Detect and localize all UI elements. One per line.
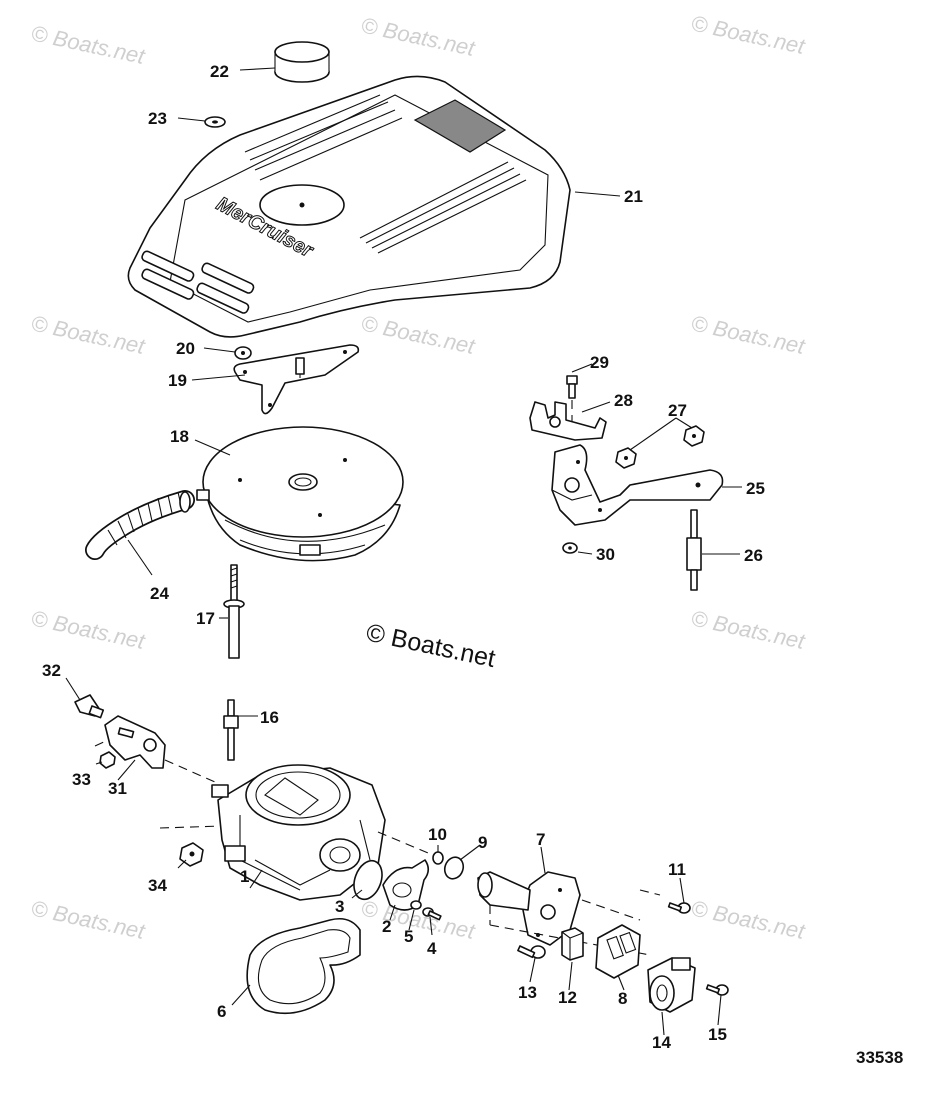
part-17-stud xyxy=(223,564,245,659)
callout-2: 2 xyxy=(382,917,391,936)
part-18-flame-arrestor xyxy=(196,426,404,562)
callout-34: 34 xyxy=(148,876,167,895)
watermark: © Boats.net xyxy=(29,20,148,69)
watermark: © Boats.net xyxy=(689,895,808,944)
callout-8: 8 xyxy=(618,989,627,1008)
cover-ribs-lower xyxy=(359,161,527,254)
part-11-screw xyxy=(667,902,691,914)
part-27-nuts xyxy=(615,425,705,469)
part-7-iac-housing xyxy=(477,871,581,946)
callout-4: 4 xyxy=(427,939,437,958)
diagram-number: 33538 xyxy=(856,1048,903,1067)
cover-vent-slots xyxy=(141,250,255,314)
center-watermark: © Boats.net xyxy=(364,618,498,673)
callout-1: 1 xyxy=(240,867,249,886)
callout-9: 9 xyxy=(478,833,487,852)
part-1-throttle-body xyxy=(211,764,386,901)
callout-numbers: 1 2 3 4 5 6 7 8 9 10 11 12 13 14 15 16 1… xyxy=(42,62,765,1052)
assembly-line xyxy=(639,889,661,896)
callout-13: 13 xyxy=(518,983,537,1002)
part-5-washer xyxy=(410,900,422,910)
callout-21: 21 xyxy=(624,187,643,206)
part-24-hose xyxy=(85,490,195,560)
callout-24: 24 xyxy=(150,584,169,603)
callout-18: 18 xyxy=(170,427,189,446)
callout-16: 16 xyxy=(260,708,279,727)
part-21-engine-cover: MerCruiser xyxy=(127,75,571,338)
part-2-sensor xyxy=(382,859,430,911)
part-3-oring xyxy=(353,859,383,901)
watermark: © Boats.net xyxy=(29,605,148,654)
watermark: © Boats.net xyxy=(359,12,478,61)
watermark: © Boats.net xyxy=(689,10,808,59)
part-9-oring xyxy=(443,856,465,880)
part-23-washer xyxy=(204,116,226,128)
callout-33: 33 xyxy=(72,770,91,789)
part-20-nut xyxy=(234,346,252,360)
callout-17: 17 xyxy=(196,609,215,628)
part-26-standoff xyxy=(686,509,702,591)
callout-19: 19 xyxy=(168,371,187,390)
part-25-bracket xyxy=(551,444,724,526)
callout-31: 31 xyxy=(108,779,127,798)
callout-22: 22 xyxy=(210,62,229,81)
part-29-screw xyxy=(566,375,578,399)
watermark: © Boats.net xyxy=(689,605,808,654)
callout-23: 23 xyxy=(148,109,167,128)
part-30-nut xyxy=(562,542,578,554)
callout-7: 7 xyxy=(536,830,545,849)
watermark: © Boats.net xyxy=(29,310,148,359)
callout-27: 27 xyxy=(668,401,687,420)
callout-25: 25 xyxy=(746,479,765,498)
part-13-screw xyxy=(517,945,546,959)
callout-15: 15 xyxy=(708,1025,727,1044)
cover-ribs-upper xyxy=(244,94,403,181)
part-22-cap xyxy=(274,41,330,83)
callout-5: 5 xyxy=(404,927,413,946)
part-8-gasket xyxy=(595,924,641,979)
part-19-bracket xyxy=(233,344,360,415)
callout-10: 10 xyxy=(428,825,447,844)
callout-28: 28 xyxy=(614,391,633,410)
callout-30: 30 xyxy=(596,545,615,564)
callout-14: 14 xyxy=(652,1033,671,1052)
part-15-screw xyxy=(705,984,729,996)
callout-32: 32 xyxy=(42,661,61,680)
part-4-screw xyxy=(422,907,442,921)
callout-26: 26 xyxy=(744,546,763,565)
assembly-line xyxy=(94,739,109,747)
watermark: © Boats.net xyxy=(359,310,478,359)
assembly-line xyxy=(377,831,441,859)
assembly-line xyxy=(159,825,223,829)
part-16-stud xyxy=(223,699,239,761)
part-14-iac-motor xyxy=(647,957,696,1013)
assembly-line xyxy=(164,759,216,783)
part-31-bracket xyxy=(104,715,166,769)
watermark: © Boats.net xyxy=(689,310,808,359)
part-33-nut xyxy=(99,751,116,769)
part-10-oring xyxy=(432,851,444,865)
callout-11: 11 xyxy=(668,860,686,879)
callout-6: 6 xyxy=(217,1002,226,1021)
part-28-clip xyxy=(529,401,607,441)
callout-20: 20 xyxy=(176,339,195,358)
part-6-gasket xyxy=(246,917,361,1015)
part-32-fitting xyxy=(74,694,105,719)
callout-3: 3 xyxy=(335,897,344,916)
callout-29: 29 xyxy=(590,353,609,372)
leader-lines xyxy=(65,67,742,1036)
watermark: © Boats.net xyxy=(29,895,148,944)
part-12-block xyxy=(561,927,584,961)
callout-12: 12 xyxy=(558,988,577,1007)
assembly-line xyxy=(581,899,641,921)
